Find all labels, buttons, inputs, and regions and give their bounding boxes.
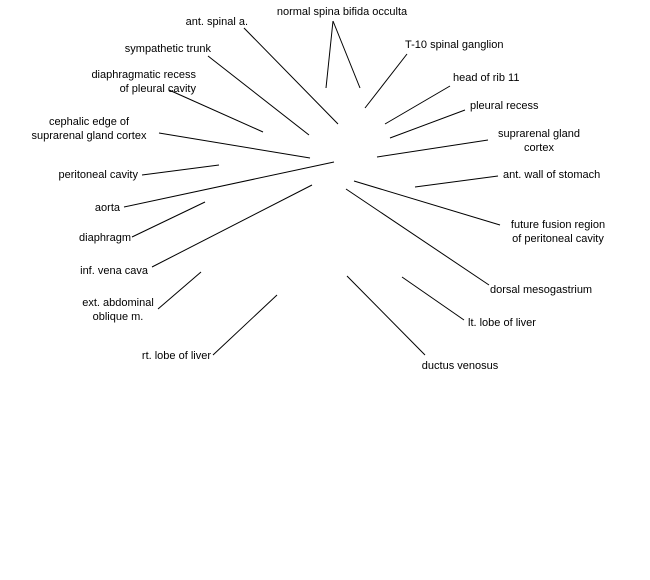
label-ext-abdominal-oblique-line1: ext. abdominal xyxy=(82,297,154,309)
leader-inf-vena-cava xyxy=(151,184,313,268)
leader-rt-lobe-of-liver xyxy=(212,294,278,356)
leader-ant-wall-of-stomach xyxy=(414,175,499,188)
label-rt-lobe-of-liver: rt. lobe of liver xyxy=(141,350,211,362)
label-head-of-rib-11: head of rib 11 xyxy=(453,72,520,84)
label-suprarenal-gland-cortex: suprarenal gland cortex xyxy=(487,127,591,155)
leader-peritoneal-cavity xyxy=(141,164,220,176)
leader-pleural-recess xyxy=(389,109,466,139)
label-ant-spinal-a: ant. spinal a. xyxy=(185,16,248,28)
leader-future-fusion-region xyxy=(353,180,501,226)
label-future-fusion-region: future fusion region of peritoneal cavit… xyxy=(500,218,616,246)
leader-spina-bifida-right xyxy=(332,20,361,89)
label-cephalic-edge: cephalic edge of suprarenal gland cortex xyxy=(18,115,160,143)
label-sympathetic-trunk: sympathetic trunk xyxy=(124,43,211,55)
leader-cephalic-edge xyxy=(158,132,311,159)
leader-suprarenal-gland-cortex xyxy=(376,139,489,158)
label-suprarenal-gland-cortex-line1: suprarenal gland xyxy=(498,128,580,140)
label-suprarenal-gland-cortex-line2: cortex xyxy=(524,142,554,154)
label-dorsal-mesogastrium: dorsal mesogastrium xyxy=(490,284,593,296)
leader-diaphragmatic-recess xyxy=(168,89,264,133)
label-aorta: aorta xyxy=(94,202,120,214)
label-ductus-venosus: ductus venosus xyxy=(421,360,499,372)
leader-sympathetic-trunk xyxy=(207,55,310,136)
label-ext-abdominal-oblique: ext. abdominal oblique m. xyxy=(66,296,170,324)
label-normal-spina-bifida-occulta: normal spina bifida occulta xyxy=(276,6,408,18)
label-t10-spinal-ganglion: T-10 spinal ganglion xyxy=(405,39,504,51)
label-pleural-recess: pleural recess xyxy=(470,100,539,112)
label-diaphragmatic-recess: diaphragmatic recess of pleural cavity xyxy=(58,68,196,96)
leader-spina-bifida-left xyxy=(325,20,334,89)
label-future-fusion-region-line1: future fusion region xyxy=(510,219,606,231)
leader-dorsal-mesogastrium xyxy=(345,188,490,286)
label-ant-wall-of-stomach: ant. wall of stomach xyxy=(503,169,601,181)
label-diaphragmatic-recess-line2: of pleural cavity xyxy=(119,83,196,95)
label-peritoneal-cavity: peritoneal cavity xyxy=(58,169,139,181)
leader-diaphragm xyxy=(131,201,206,238)
leader-ext-abdominal-oblique xyxy=(157,271,202,310)
label-cephalic-edge-line1: cephalic edge of xyxy=(48,116,130,128)
leader-aorta xyxy=(123,161,335,208)
leader-t10-spinal-ganglion xyxy=(364,53,408,109)
leader-ant-spinal-a xyxy=(243,27,339,125)
label-diaphragm: diaphragm xyxy=(79,232,131,244)
leader-head-of-rib-11 xyxy=(384,85,451,125)
label-diaphragmatic-recess-line1: diaphragmatic recess xyxy=(91,69,196,81)
label-lt-lobe-of-liver: lt. lobe of liver xyxy=(468,317,536,329)
leader-ductus-venosus xyxy=(346,275,426,356)
label-cephalic-edge-line2: suprarenal gland cortex xyxy=(31,130,147,142)
leader-lt-lobe-of-liver xyxy=(401,276,465,321)
label-future-fusion-region-line2: of peritoneal cavity xyxy=(512,233,604,245)
label-inf-vena-cava: inf. vena cava xyxy=(80,265,148,277)
label-ext-abdominal-oblique-line2: oblique m. xyxy=(92,311,144,323)
